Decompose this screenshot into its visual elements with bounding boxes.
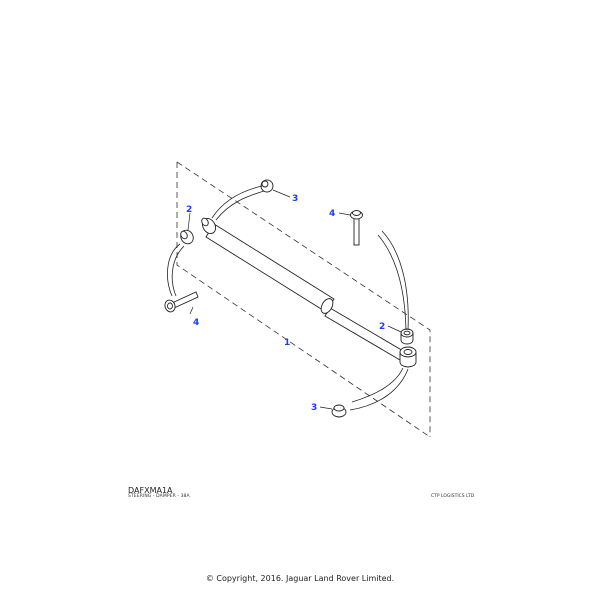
leader-lines (187, 189, 402, 410)
bush-icon[interactable] (400, 328, 414, 345)
diagram-code: DAFXMA1A (128, 486, 173, 495)
bush-icon[interactable] (178, 228, 195, 246)
callout-3[interactable]: 3 (311, 403, 317, 413)
diagram-description: STEERING - DAMPER - 38A (128, 494, 190, 499)
publisher-label: CTP LOGISTICS LTD (431, 494, 475, 499)
bolt-icon[interactable] (350, 210, 363, 246)
dashed-plane-outline (176, 161, 431, 438)
bolt-icon[interactable] (163, 291, 199, 313)
callout-2[interactable]: 2 (379, 322, 385, 332)
copyright-notice: © Copyright, 2016. Jaguar Land Rover Lim… (205, 574, 395, 583)
callout-2[interactable]: 2 (186, 205, 192, 215)
bush-icon[interactable] (259, 178, 275, 194)
callout-4[interactable]: 4 (329, 209, 335, 219)
callout-3[interactable]: 3 (292, 194, 298, 204)
callout-1[interactable]: 1 (284, 338, 290, 348)
assembly-lines (167, 185, 409, 411)
steering-damper[interactable] (200, 216, 417, 368)
bush-icon[interactable] (331, 404, 347, 418)
callout-4[interactable]: 4 (193, 318, 199, 328)
